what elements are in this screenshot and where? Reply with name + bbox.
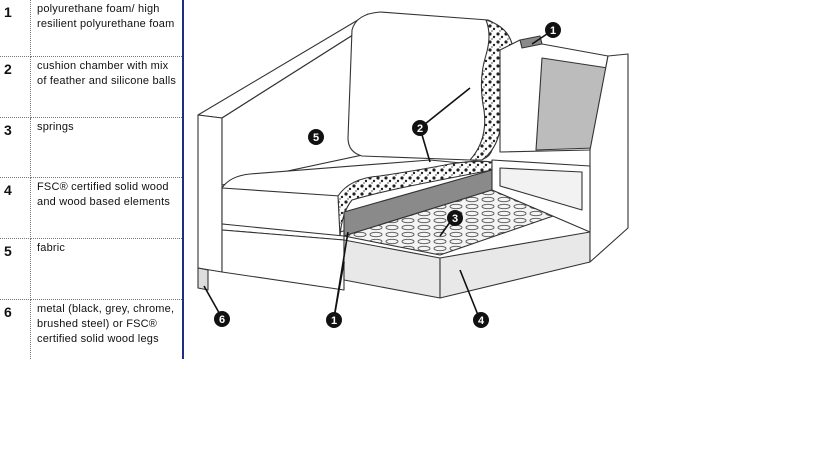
legend-number: 1 — [0, 0, 31, 57]
legend-number: 3 — [0, 117, 31, 178]
svg-text:3: 3 — [452, 213, 458, 225]
svg-text:4: 4 — [478, 315, 485, 327]
legend-row: 4 FSC® certified solid wood and wood bas… — [0, 177, 183, 239]
legend-row: 2 cushion chamber with mix of feather an… — [0, 56, 183, 118]
leg — [197, 267, 209, 291]
legend-table: 1 polyurethane foam/ high resilient poly… — [0, 0, 184, 359]
callout-2: 2 — [412, 120, 428, 136]
legend-number: 5 — [0, 238, 31, 300]
right-inner-panel — [499, 167, 583, 211]
callout-1-top: 1 — [545, 22, 561, 38]
sofa-diagram: 1 2 3 4 5 6 1 — [197, 11, 629, 328]
legend-number: 4 — [0, 177, 31, 239]
right-side-panel — [589, 53, 629, 263]
svg-text:5: 5 — [313, 132, 319, 144]
legend-row: 3 springs — [0, 117, 183, 178]
legend-description: metal (black, grey, chrome, brushed stee… — [37, 303, 175, 345]
legend-number: 6 — [0, 299, 31, 359]
top-foam-pad — [519, 35, 543, 49]
legend-description: cushion chamber with mix of feather and … — [30, 56, 183, 118]
legend-description: fabric — [30, 238, 183, 300]
svg-text:6: 6 — [219, 314, 225, 326]
legend-description: polyurethane foam/ high resilient polyur… — [30, 0, 183, 57]
callout-6: 6 — [214, 311, 230, 327]
callout-1-bottom: 1 — [326, 312, 342, 328]
callout-3: 3 — [447, 210, 463, 226]
legend-row: 5 fabric — [0, 238, 183, 300]
callout-4: 4 — [473, 312, 489, 328]
svg-text:1: 1 — [550, 25, 556, 37]
svg-text:2: 2 — [417, 123, 423, 135]
svg-text:1: 1 — [331, 315, 337, 327]
left-armrest-front — [197, 114, 223, 273]
legend-row: 6 metal (black, grey, chrome, brushed st… — [0, 299, 183, 359]
legend-description: springs — [30, 117, 183, 178]
legend-description: FSC® certified solid wood and wood based… — [30, 177, 183, 239]
legend-row: 1 polyurethane foam/ high resilient poly… — [0, 0, 183, 57]
base-frame-front — [221, 229, 345, 291]
callout-5: 5 — [308, 129, 324, 145]
legend-number: 2 — [0, 56, 31, 118]
